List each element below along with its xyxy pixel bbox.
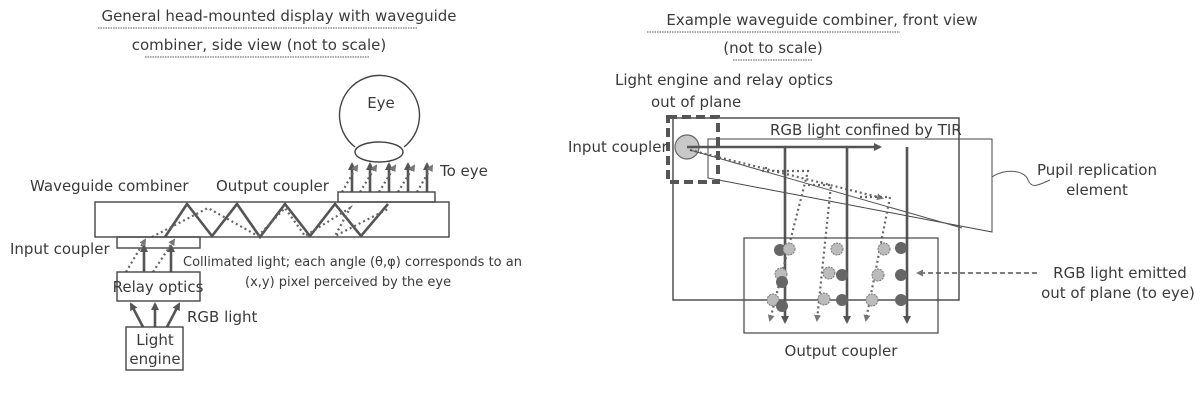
tir-label: RGB light confined by TIR	[770, 121, 962, 139]
engine-relay-label-line1: Light engine and relay optics	[615, 71, 833, 89]
waveguide-combiner	[94, 201, 450, 238]
light-engine-label-line2: engine	[129, 350, 180, 368]
to-eye-arrows	[341, 162, 433, 193]
light-engine-box	[125, 326, 184, 371]
front-view-diagram: Example waveguide combiner, front view (…	[568, 11, 1195, 360]
eye-shape: Eye	[338, 74, 421, 163]
output-coupler-label: Output coupler	[785, 342, 899, 360]
emitted-label-line1: RGB light emitted	[1053, 264, 1187, 282]
output-coupler-label: Output coupler	[216, 177, 330, 195]
input-coupler	[116, 236, 201, 249]
relay-optics-box	[116, 271, 201, 302]
tir-dotted-ray	[151, 204, 391, 239]
waveguide-front	[672, 117, 960, 301]
tir-solid-ray	[163, 201, 389, 240]
pupil-replication-label-line1: Pupil replication	[1037, 161, 1157, 179]
pupil-replication-element	[707, 138, 993, 233]
front-view-title-line1: Example waveguide combiner, front view	[666, 11, 977, 29]
emitted-label-line2: out of plane (to eye)	[1041, 284, 1195, 302]
light-engine-dashed-outline	[666, 115, 720, 184]
input-coupler-label: Input coupler	[568, 138, 668, 156]
input-coupler-label: Input coupler	[10, 240, 110, 258]
side-view-diagram: General head-mounted display with wavegu…	[10, 7, 522, 371]
pupil-replication-label-line2: element	[1066, 181, 1128, 199]
relay-optics-label: Relay optics	[113, 278, 204, 296]
output-coupler-front	[743, 237, 939, 334]
output-coupler	[337, 191, 436, 203]
collimated-label-line2: (x,y) pixel perceived by the eye	[245, 275, 451, 290]
side-view-title-line2: combiner, side view (not to scale)	[132, 36, 387, 54]
engine-relay-label-line2: out of plane	[651, 93, 741, 111]
collimated-label-line1: Collimated light; each angle (θ,φ) corre…	[183, 255, 522, 270]
pupil-leader-line	[991, 170, 1051, 186]
rgb-light-label: RGB light	[187, 308, 257, 326]
to-eye-label: To eye	[439, 162, 488, 180]
light-engine-label-line1: Light	[136, 331, 174, 349]
front-view-title-line2: (not to scale)	[723, 39, 823, 57]
eye-label: Eye	[367, 94, 395, 112]
side-view-title-line1: General head-mounted display with wavegu…	[101, 7, 456, 25]
waveguide-combiner-label: Waveguide combiner	[30, 177, 189, 195]
emitted-light-spots	[766, 242, 907, 312]
